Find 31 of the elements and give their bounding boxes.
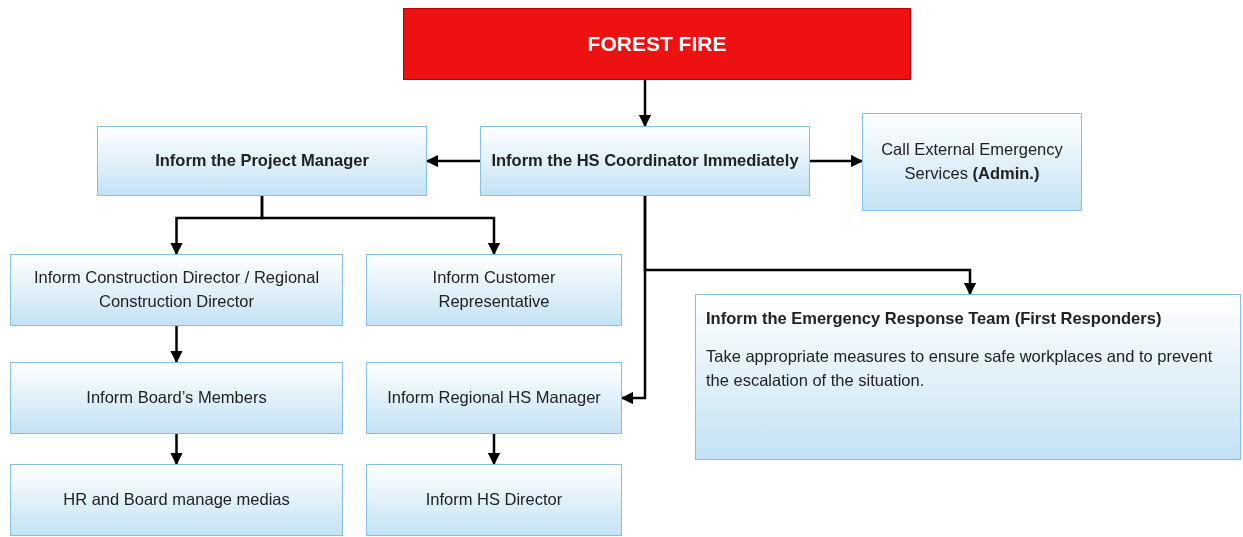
process-box	[480, 126, 810, 196]
arrow	[638, 80, 652, 128]
process-box	[10, 362, 343, 434]
process-box	[97, 126, 427, 196]
process-box	[862, 113, 1082, 211]
node-label: Inform Construction Director / Regional Construction Director	[32, 267, 321, 312]
node-label: Inform Customer Representative	[431, 267, 557, 312]
arrow	[170, 326, 183, 364]
node-description: Take appropriate measures to ensure safe workplaces and to prevent the escalation of the situation.	[706, 345, 1214, 391]
node-label: HR and Board manage medias	[63, 489, 290, 511]
node-label: Inform the Emergency Response Team (First Responders)	[706, 308, 1162, 329]
arrow	[620, 196, 647, 405]
node-label: Inform HS Director	[425, 489, 563, 511]
process-box	[695, 294, 1241, 460]
arrow	[810, 154, 864, 168]
process-box	[366, 464, 622, 536]
process-box	[10, 254, 343, 326]
node-label: Call External Emergency Services (Admin.)	[880, 139, 1064, 184]
arrow	[425, 154, 480, 168]
arrow	[260, 196, 501, 256]
alert-banner	[403, 8, 911, 80]
node-label: Inform the Project Manager	[155, 150, 369, 172]
process-box	[366, 362, 622, 434]
arrow	[170, 434, 183, 466]
process-box	[366, 254, 622, 326]
node-label: Inform Board’s Members	[86, 387, 267, 409]
node-label: Inform the HS Coordinator Immediately	[491, 150, 799, 172]
node-label: FOREST FIRE	[587, 30, 727, 57]
arrow	[487, 434, 501, 466]
node-label: Inform Regional HS Manager	[387, 387, 601, 409]
process-box	[10, 464, 343, 536]
